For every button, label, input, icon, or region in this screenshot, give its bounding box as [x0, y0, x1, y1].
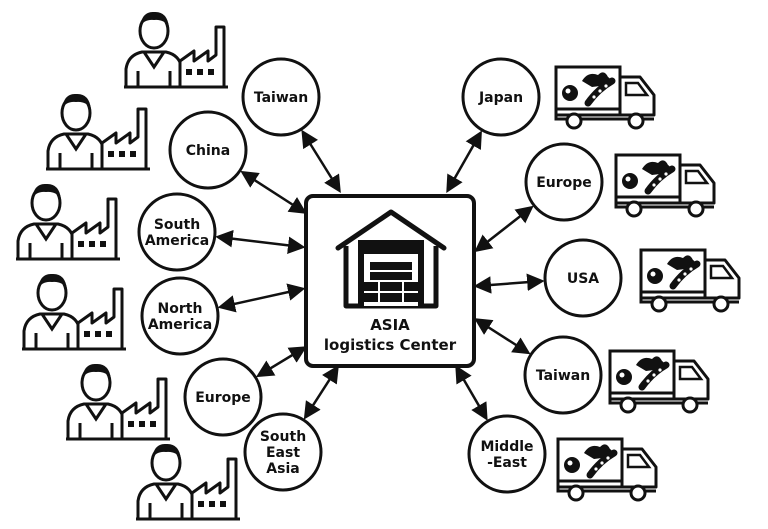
factory-worker-icon [22, 273, 126, 351]
factory-worker-icon [124, 11, 228, 89]
source-label-south-america-1: America [145, 233, 209, 249]
source-label-south-east-asia-1: East [266, 445, 300, 461]
source-connector-south-america [215, 229, 306, 255]
source-label-south-east-asia-2: Asia [266, 461, 299, 477]
source-label-europe-0: Europe [195, 390, 251, 406]
destination-circle-europe [524, 142, 604, 222]
destination-circle-japan [461, 57, 541, 137]
hub-label-line-2: logistics Center [324, 336, 457, 354]
source-circle-north-america [140, 276, 220, 356]
source-circle-south-america [137, 192, 217, 272]
destination-label-usa-0: USA [567, 271, 599, 287]
destination-connector-taiwan [474, 318, 531, 355]
destination-label-middle-east-1: -East [487, 455, 527, 471]
destination-label-japan-0: Japan [478, 90, 523, 106]
connectors [215, 129, 545, 421]
source-connector-taiwan [301, 129, 341, 193]
destination-node-middle-east: Middle-East [467, 414, 547, 494]
warehouse-icon [335, 209, 447, 309]
destination-node-usa: USA [543, 238, 623, 318]
destination-node-japan: Japan [461, 57, 541, 137]
factory-worker-icon [46, 93, 150, 171]
source-node-europe: Europe [183, 357, 263, 437]
source-circle-europe [183, 357, 263, 437]
destination-circle-usa [543, 238, 623, 318]
source-circle-south-east-asia [243, 412, 323, 492]
factory-worker-icon [66, 363, 170, 441]
delivery-truck-icon [554, 65, 656, 130]
delivery-truck-icon [614, 153, 716, 218]
source-connector-north-america [217, 283, 306, 313]
source-label-north-america-1: America [148, 317, 212, 333]
source-circle-china [168, 110, 248, 190]
icons-layer [16, 11, 741, 521]
destination-circle-middle-east [467, 414, 547, 494]
hub-node: ASIA logistics Center [304, 194, 476, 368]
destination-node-europe: Europe [524, 142, 604, 222]
delivery-truck-icon [608, 349, 710, 414]
factory-worker-icon [136, 443, 240, 521]
destination-connector-middle-east [455, 364, 488, 421]
destination-label-europe-0: Europe [536, 175, 592, 191]
source-label-north-america-0: North [158, 301, 203, 317]
nodes: TaiwanChinaSouthAmericaNorthAmericaEurop… [137, 57, 623, 494]
destination-connector-europe [474, 205, 534, 253]
source-label-taiwan-0: Taiwan [254, 90, 308, 106]
delivery-truck-icon [556, 437, 658, 502]
destination-connector-usa [473, 273, 545, 294]
source-label-south-america-0: South [154, 217, 200, 233]
delivery-truck-icon [639, 248, 741, 313]
source-circle-taiwan [241, 57, 321, 137]
source-label-china-0: China [186, 143, 230, 159]
source-connector-south-east-asia [303, 365, 339, 420]
source-node-taiwan: Taiwan [241, 57, 321, 137]
destination-circle-taiwan [523, 335, 603, 415]
factory-worker-icon [16, 183, 120, 261]
destination-label-taiwan-0: Taiwan [536, 368, 590, 384]
source-node-china: China [168, 110, 248, 190]
destination-connector-japan [446, 130, 482, 194]
hub-label-line-1: ASIA [370, 316, 410, 334]
destination-label-middle-east-0: Middle [480, 439, 533, 455]
source-label-south-east-asia-0: South [260, 429, 306, 445]
destination-node-taiwan: Taiwan [523, 335, 603, 415]
source-connector-china [240, 170, 307, 214]
source-connector-europe [255, 346, 307, 378]
